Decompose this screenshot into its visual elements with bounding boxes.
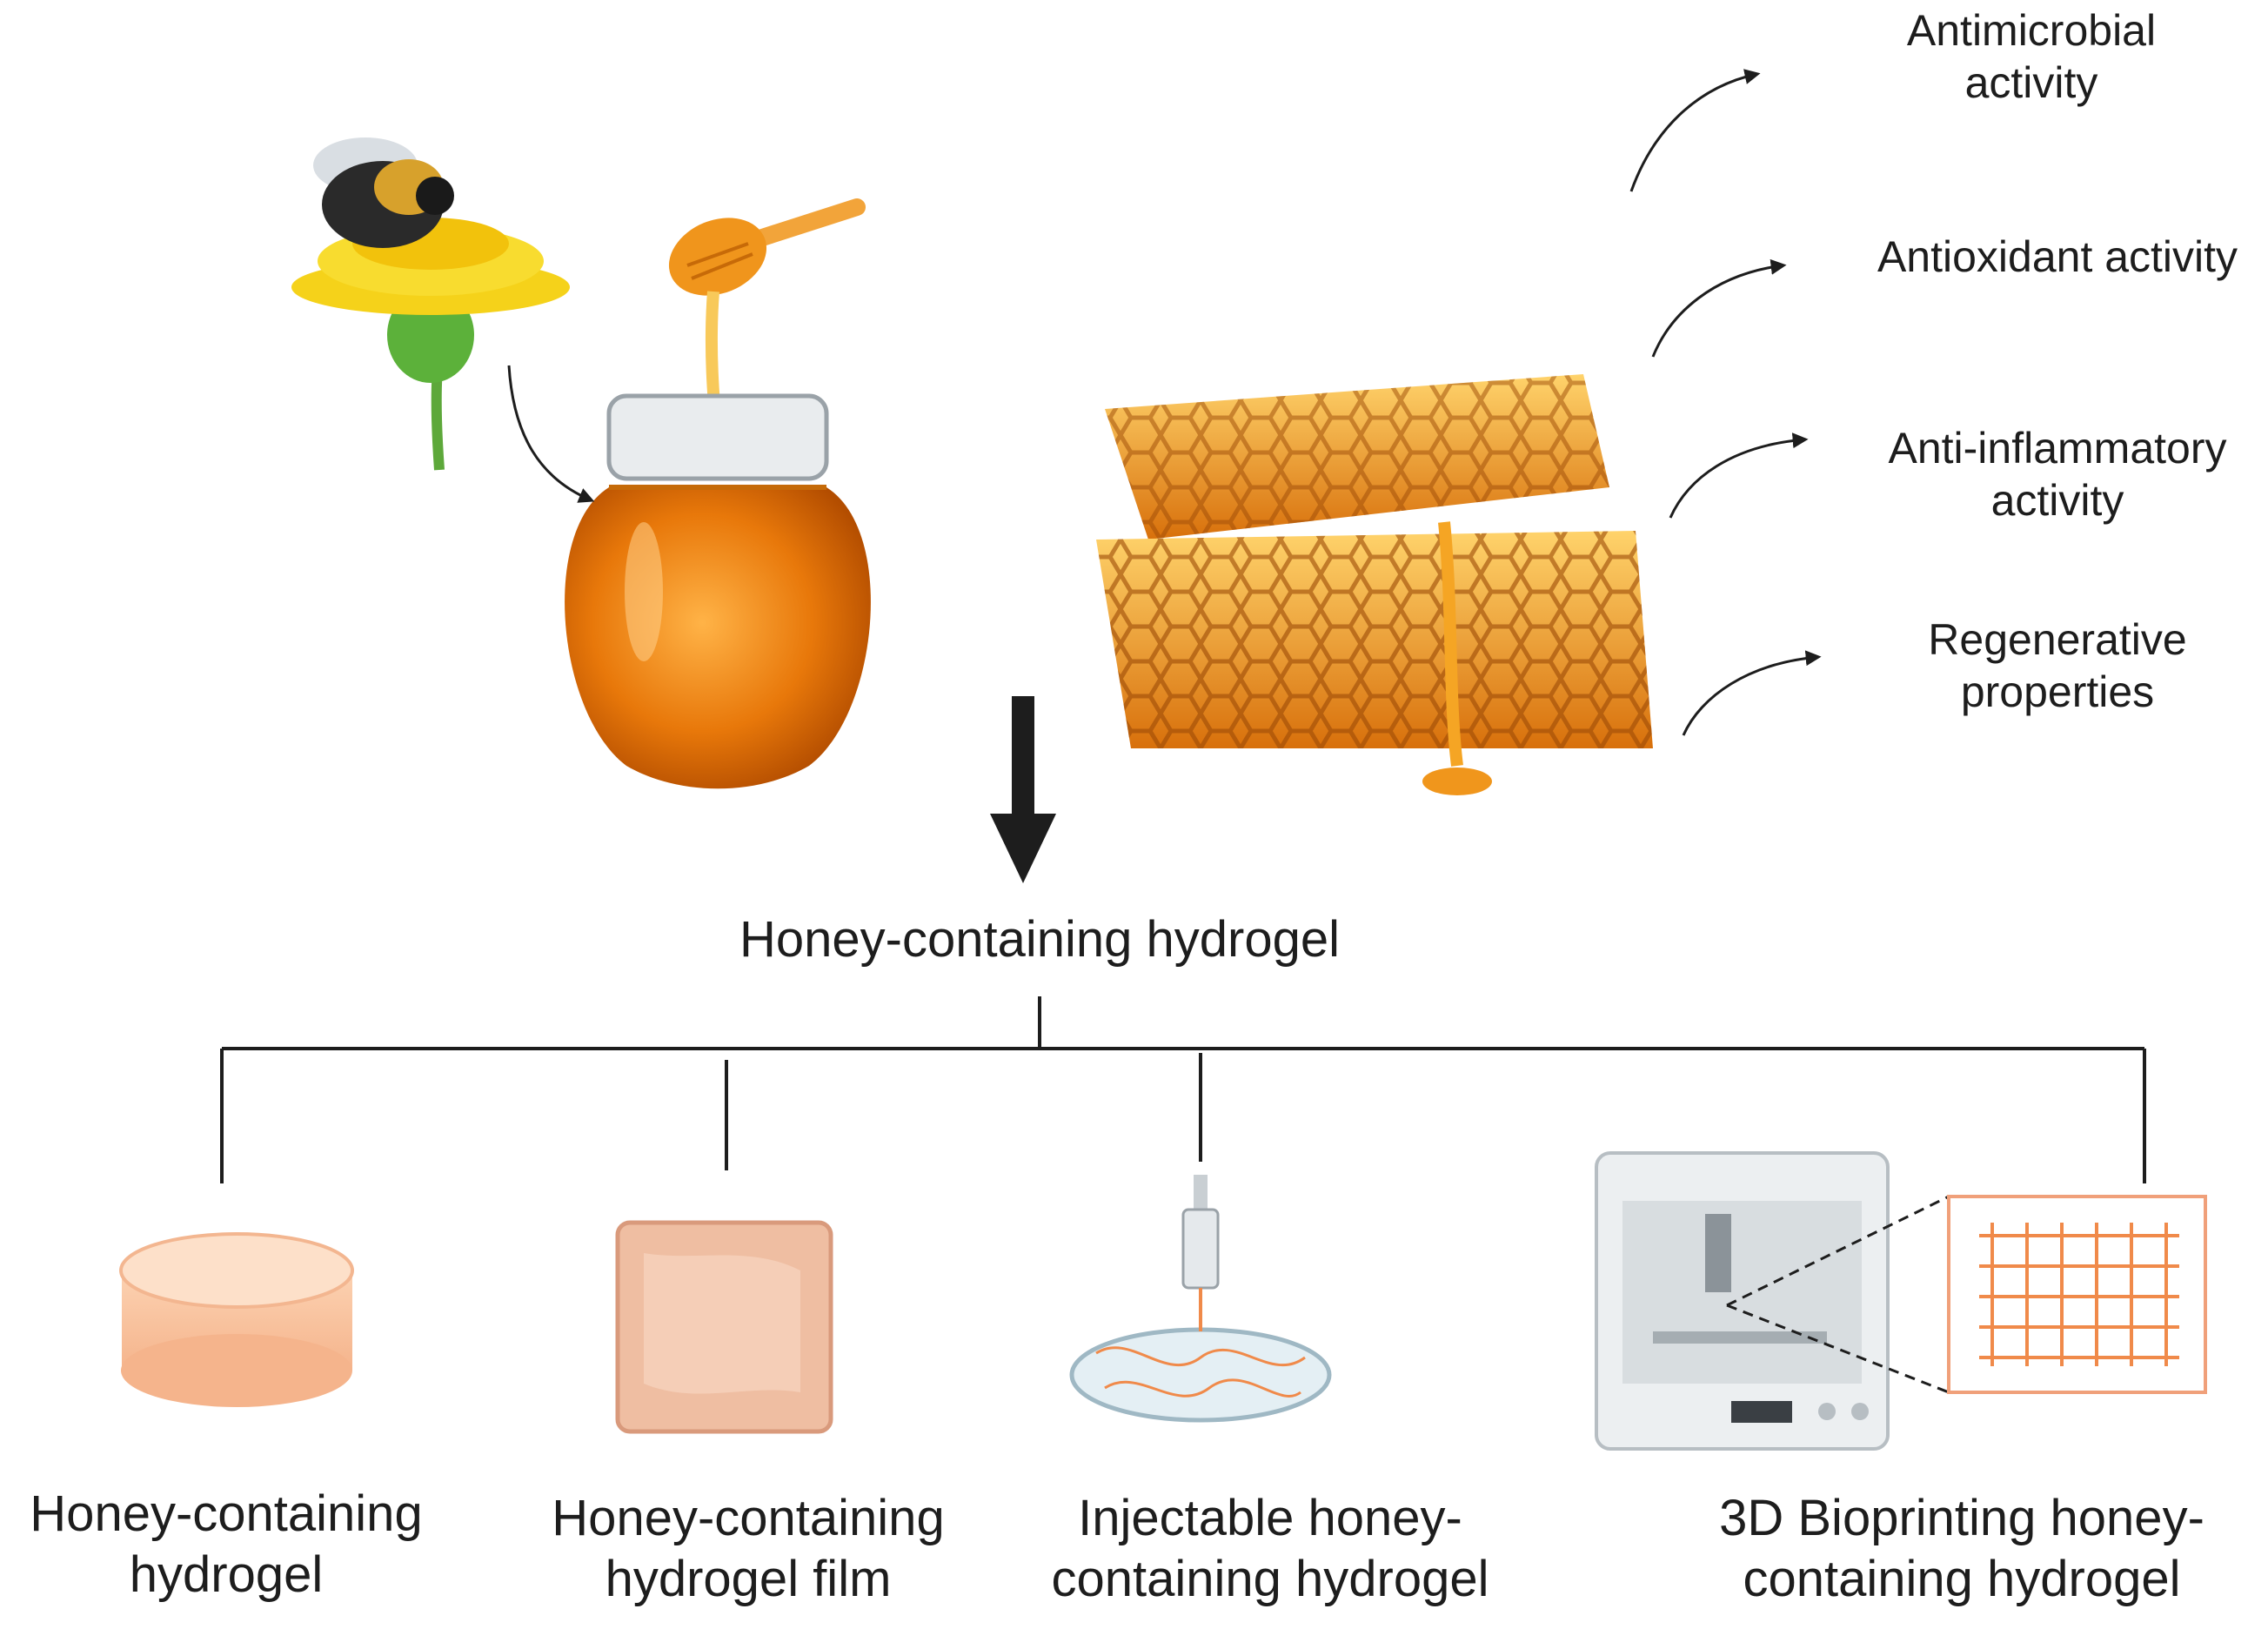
bioprinter-illustration — [1595, 1151, 1950, 1451]
property-label-line1: Antimicrobial — [1906, 6, 2157, 55]
property-label-line1: Anti-inflammatory — [1888, 424, 2227, 473]
regenerative-arrow — [1682, 650, 1822, 736]
central-node-title: Honey-containing hydrogel — [739, 911, 1340, 968]
honeycomb-illustration — [1096, 374, 1653, 795]
flower-to-jar-arrow — [507, 365, 595, 503]
honey-dipper-illustration — [668, 198, 866, 445]
antimicrobial-arrow — [1629, 69, 1761, 192]
property-label-line2: properties — [1960, 667, 2155, 716]
printed-grid-inset — [1947, 1195, 2207, 1394]
hydrogel-film-illustration — [615, 1220, 833, 1434]
form-label-hydrogel: Honey-containing hydrogel — [0, 1484, 470, 1605]
honey-jar-illustration — [565, 393, 871, 789]
hydrogel-cylinder-illustration — [119, 1232, 354, 1407]
form-label-line2: containing hydrogel — [1743, 1550, 2181, 1607]
form-label-bioprinting: 3D Bioprinting honey- containing hydroge… — [1683, 1488, 2240, 1609]
form-label-line1: Injectable honey- — [1078, 1490, 1462, 1546]
antioxidant-arrow — [1651, 258, 1787, 358]
property-label-line2: activity — [1990, 476, 2124, 525]
property-label-line1: Regenerative — [1928, 615, 2187, 664]
form-label-line1: Honey-containing — [30, 1485, 423, 1542]
property-anti-inflammatory: Anti-inflammatory activity — [1831, 422, 2268, 526]
form-label-film: Honey-containing hydrogel film — [505, 1488, 992, 1609]
property-antioxidant: Antioxidant activity — [1831, 231, 2268, 283]
form-label-injectable: Injectable honey- containing hydrogel — [1027, 1488, 1514, 1609]
form-label-line2: hydrogel film — [605, 1550, 892, 1607]
form-label-line2: hydrogel — [129, 1545, 324, 1603]
form-label-line2: containing hydrogel — [1051, 1550, 1489, 1607]
property-label-line1: Antioxidant activity — [1877, 232, 2238, 281]
property-regenerative: Regenerative properties — [1831, 613, 2268, 718]
property-antimicrobial: Antimicrobial activity — [1805, 4, 2258, 109]
property-label-line2: activity — [1964, 58, 2098, 107]
property-arrows — [1629, 69, 1822, 736]
anti-inflammatory-arrow — [1669, 432, 1809, 519]
main-down-arrow — [990, 696, 1056, 883]
bee-on-flower-illustration — [291, 137, 570, 471]
tree-connector — [220, 996, 2146, 1183]
form-label-line1: Honey-containing — [552, 1490, 945, 1546]
form-label-line1: 3D Bioprinting honey- — [1719, 1490, 2204, 1546]
injectable-hydrogel-illustration — [1069, 1175, 1332, 1423]
